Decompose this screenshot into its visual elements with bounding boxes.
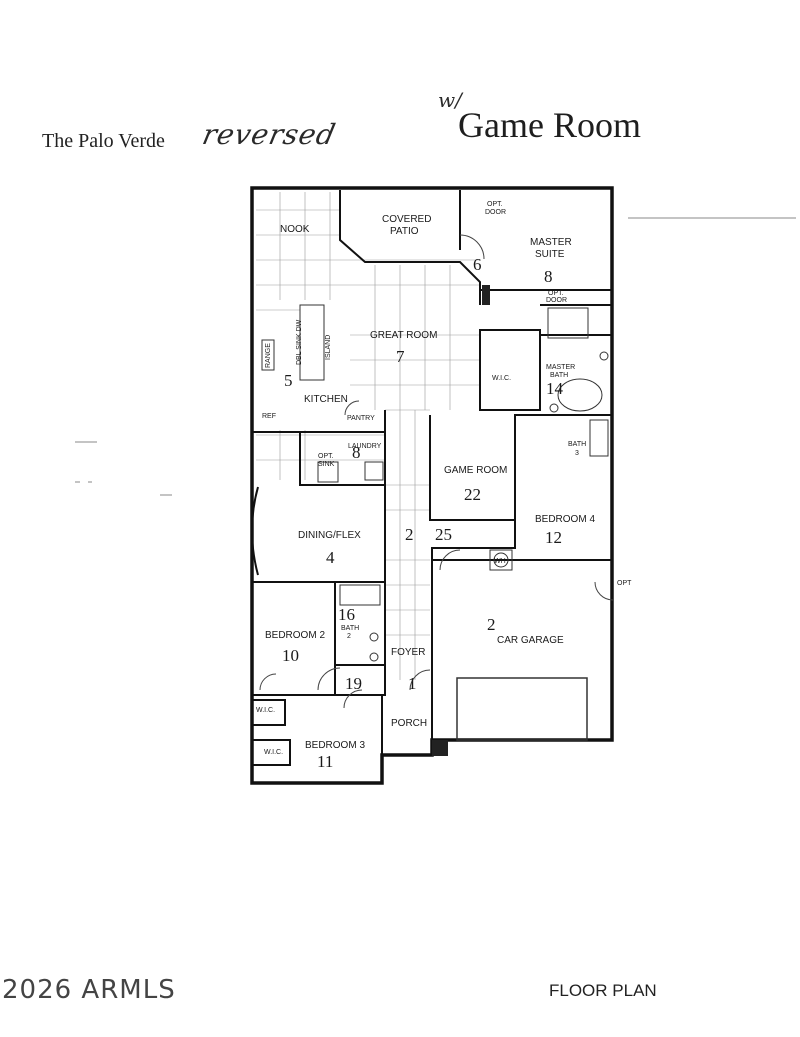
label-laundry: LAUNDRY [348,443,382,450]
label-bath3-2: 3 [575,450,579,457]
num-game-room: 22 [464,485,481,504]
tile-grid [256,192,480,680]
num-bedroom4: 12 [545,528,562,547]
num-great-room: 7 [396,347,405,366]
label-bedroom4: BEDROOM 4 [535,514,595,525]
label-bath3: BATH [568,441,586,448]
scan-marks [75,217,796,496]
num-dining-flex: 4 [326,548,335,567]
label-bedroom2: BEDROOM 2 [265,630,325,641]
label-foyer: FOYER [391,647,425,658]
label-covered-patio-2: PATIO [390,226,419,237]
label-wic-bedroom2: W.I.C. [256,707,275,714]
label-master-bath: MASTER [546,364,575,371]
label-dbl-sink-dw: DBL SINK DW [296,319,303,365]
label-pantry: PANTRY [347,415,375,422]
door-swings [259,234,614,709]
num-laundry: 8 [352,443,361,462]
garage-door [456,677,588,741]
copyright-text: 2026 ARMLS [2,975,176,1005]
num-master-bath: 14 [546,379,564,398]
num-hall: 2 [405,525,414,544]
label-opt-sink: OPT. [318,453,334,460]
column-mark [432,740,448,756]
num-closet: 6 [473,255,482,274]
num-bedroom3: 11 [317,752,333,771]
fixtures [261,304,609,662]
label-bath2-2: 2 [347,633,351,640]
variant-title: Game Room [458,105,641,145]
label-bath2: BATH [341,625,359,632]
num-foyer-b: 1 [408,674,417,693]
num-garage: 2 [487,615,496,634]
label-island: ISLAND [325,335,332,360]
label-opt-door: OPT. [487,201,503,208]
handwritten-with-mark: w/ [438,88,462,112]
label-opt-door-master: OPT. [548,290,564,297]
label-opt-door-master-2: DOOR [546,297,567,304]
label-master-bath-2: BATH [550,372,568,379]
column-mark [482,285,490,305]
label-master-suite-2: SUITE [535,249,565,260]
label-range: RANGE [265,343,272,368]
label-opt: OPT [617,580,632,587]
label-opt-sink-2: SINK [318,461,335,468]
label-bedroom3: BEDROOM 3 [305,740,365,751]
label-water-heater: WH [494,558,506,565]
num-master-suite: 8 [544,267,553,286]
label-game-room: GAME ROOM [444,465,507,476]
label-nook: NOOK [280,224,310,235]
label-great-room: GREAT ROOM [370,330,437,341]
model-name: The Palo Verde [42,130,165,152]
num-hall-2: 25 [435,525,452,544]
num-bedroom2: 10 [282,646,299,665]
floor-plan-label: FLOOR PLAN [549,981,657,1000]
label-kitchen: KITCHEN [304,394,348,405]
label-ref: REF [262,413,276,420]
interior-walls [251,190,612,783]
num-kitchen: 5 [284,371,293,390]
num-bath2: 16 [338,605,355,624]
label-master-suite: MASTER [530,237,572,248]
label-wic-bedroom3: W.I.C. [264,749,283,756]
label-covered-patio: COVERED [382,214,431,225]
label-dining-flex: DINING/FLEX [298,530,361,541]
label-opt-door-2: DOOR [485,209,506,216]
label-garage: CAR GARAGE [497,635,564,646]
num-foyer-a: 19 [345,674,362,693]
label-wic-master: W.I.C. [492,375,511,382]
label-porch: PORCH [391,718,427,729]
